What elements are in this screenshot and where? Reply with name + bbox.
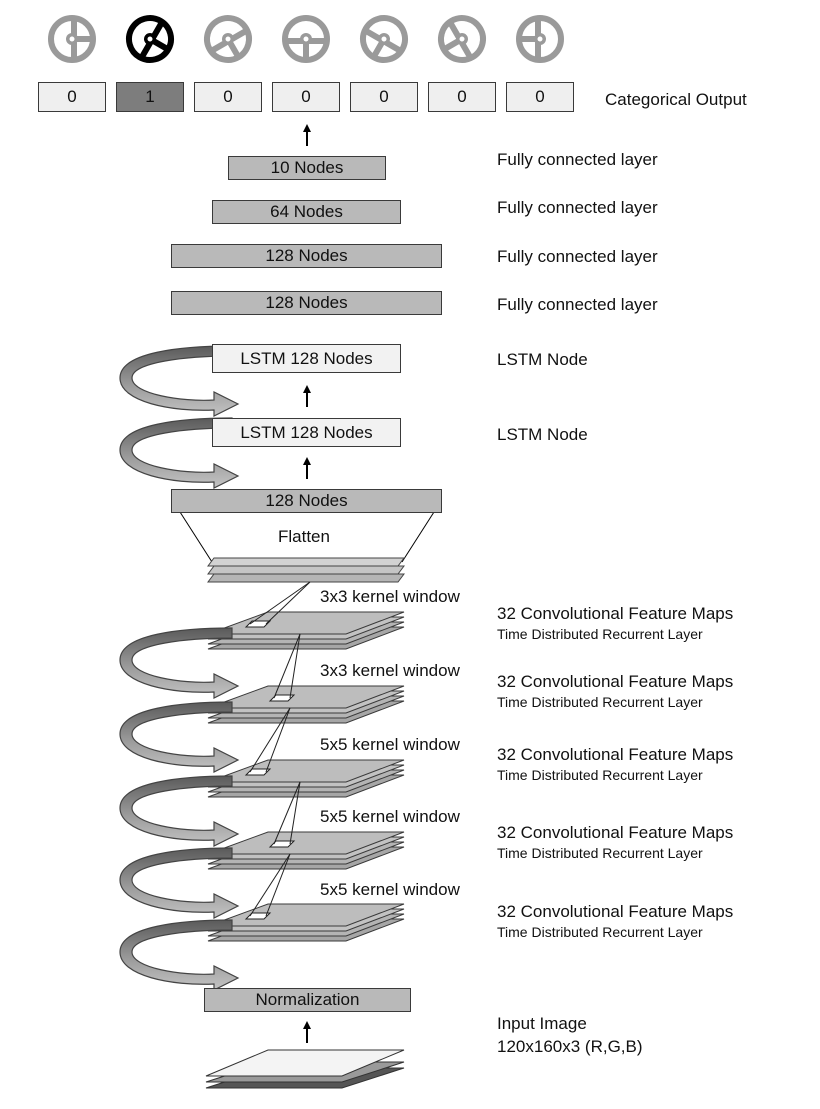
arrow-up-icon [302,123,312,147]
conv-stack-3 [207,707,405,798]
conv-5-subtitle: Time Distributed Recurrent Layer [497,924,703,940]
kernel-projection-line [249,581,311,625]
kernel-projection-line [273,781,301,845]
recurrent-loop-arrow [119,627,239,699]
arrow-up-icon [302,1020,312,1044]
flatten-label: Flatten [278,527,330,546]
dense-layer-64-label: Fully connected layer [497,198,658,217]
dense-layer-128-input: 128 Nodes [171,489,442,513]
recurrent-loop-arrow [119,847,239,919]
kernel-window [244,912,272,920]
arrow-up-icon [302,456,312,480]
lstm-layer-1: LSTM 128 Nodes [212,344,401,373]
output-box-4: 0 [350,82,418,112]
conv-3-kernel-label: 5x5 kernel window [320,735,460,754]
conv-1-kernel-label: 3x3 kernel window [320,587,460,606]
input-image-dims: 120x160x3 (R,G,B) [497,1037,643,1056]
kernel-projection-line [265,581,311,625]
kernel-projection-line [265,707,291,773]
arrow-up-icon [302,384,312,408]
conv-4-subtitle: Time Distributed Recurrent Layer [497,845,703,861]
steering-wheel-left-1-icon [204,15,252,63]
output-box-1: 1 [116,82,184,112]
conv-stack-4 [207,781,405,870]
conv-3-subtitle: Time Distributed Recurrent Layer [497,767,703,783]
flatten-stack [207,557,405,583]
recurrent-loop-arrow [119,919,239,991]
normalization-layer: Normalization [204,988,411,1012]
conv-4-kernel-label: 5x5 kernel window [320,807,460,826]
lstm-layer-1-label: LSTM Node [497,350,588,369]
kernel-projection-line [289,781,301,845]
steering-wheel-icons [48,15,564,63]
output-box-2: 0 [194,82,262,112]
kernel-window [268,840,296,848]
kernel-projection-line [265,853,291,917]
dense-layer-64: 64 Nodes [212,200,401,224]
conv-1-title: 32 Convolutional Feature Maps [497,604,734,623]
flatten-edge-right [401,511,435,563]
kernel-projection-line [249,853,291,917]
output-box-3: 0 [272,82,340,112]
flatten-edge-left [179,511,213,563]
conv-1-subtitle: Time Distributed Recurrent Layer [497,626,703,642]
lstm-layer-2: LSTM 128 Nodes [212,418,401,447]
steering-wheel-left-2-icon [126,15,174,63]
output-label: Categorical Output [605,90,747,109]
input-image-label: Input Image [497,1014,587,1033]
conv-2-subtitle: Time Distributed Recurrent Layer [497,694,703,710]
lstm-layer-2-label: LSTM Node [497,425,588,444]
conv-4-title: 32 Convolutional Feature Maps [497,823,734,842]
conv-5-kernel-label: 5x5 kernel window [320,880,460,899]
steering-wheel-right-2-icon [438,15,486,63]
dense-layer-128-b: 128 Nodes [171,291,442,315]
conv-stack-2 [207,633,405,724]
dense-layer-128-a-label: Fully connected layer [497,247,658,266]
steering-wheel-center-icon [282,15,330,63]
kernel-projection-line [289,633,301,699]
conv-2-kernel-label: 3x3 kernel window [320,661,460,680]
dense-layer-10-label: Fully connected layer [497,150,658,169]
input-image-stack [205,1049,405,1089]
kernel-window [268,694,296,702]
steering-wheel-right-1-icon [360,15,408,63]
conv-5-title: 32 Convolutional Feature Maps [497,902,734,921]
conv-2-title: 32 Convolutional Feature Maps [497,672,734,691]
steering-wheel-left-3-icon [48,15,96,63]
dense-layer-10: 10 Nodes [228,156,386,180]
recurrent-loop-arrow [119,775,239,847]
output-box-6: 0 [506,82,574,112]
kernel-projection-line [273,633,301,699]
conv-3-title: 32 Convolutional Feature Maps [497,745,734,764]
dense-layer-128-b-label: Fully connected layer [497,295,658,314]
kernel-projection-line [249,707,291,773]
output-box-0: 0 [38,82,106,112]
steering-wheel-right-3-icon [516,15,564,63]
dense-layer-128-a: 128 Nodes [171,244,442,268]
conv-layers [119,581,405,991]
kernel-window [244,768,272,776]
recurrent-loop-arrow [119,701,239,773]
output-box-5: 0 [428,82,496,112]
conv-stack-1 [207,581,405,650]
